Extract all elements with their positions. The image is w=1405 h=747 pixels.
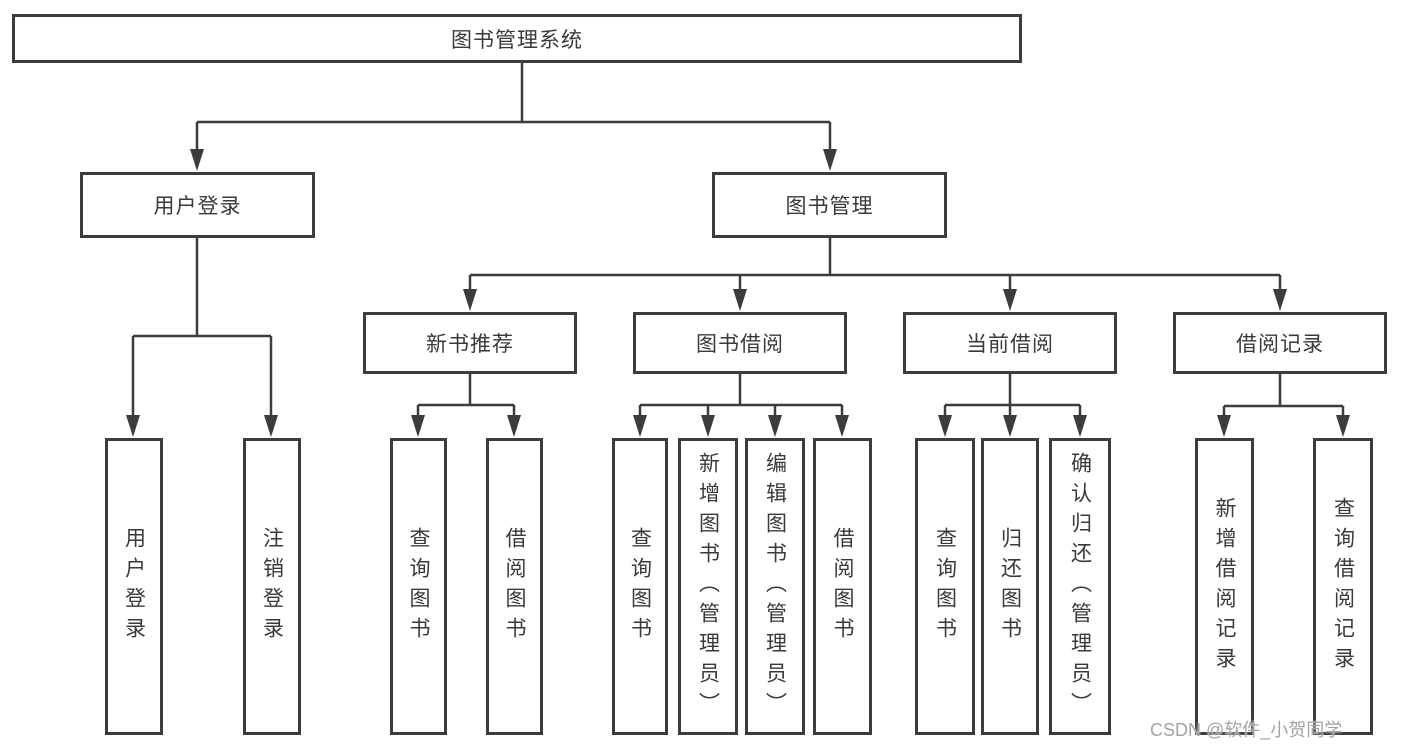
node-book-borrow: 图书借阅 (633, 312, 847, 374)
node-new-book-recommend: 新书推荐 (363, 312, 577, 374)
leaf-borrow-add-books-admin: 新增图书（管理员） (678, 438, 738, 735)
node-current-borrow: 当前借阅 (903, 312, 1117, 374)
node-borrow-records: 借阅记录 (1173, 312, 1387, 374)
csdn-watermark: CSDN @软件_小贺同学 (1150, 720, 1343, 740)
leaf-borrow-query-books: 查询图书 (612, 438, 668, 735)
node-user-login: 用户登录 (80, 172, 315, 238)
leaf-current-query-books: 查询图书 (915, 438, 975, 735)
leaf-user-login: 用户登录 (105, 438, 163, 735)
arrowhead-icons (126, 149, 1350, 437)
leaf-records-add-record: 新增借阅记录 (1195, 438, 1254, 735)
leaf-borrow-edit-books-admin: 编辑图书（管理员） (745, 438, 805, 735)
leaf-logout: 注销登录 (243, 438, 301, 735)
leaf-recommend-borrow-books: 借阅图书 (486, 438, 543, 735)
leaf-current-confirm-return-admin: 确认归还（管理员） (1049, 438, 1111, 735)
node-book-management: 图书管理 (712, 172, 947, 238)
leaf-current-return-books: 归还图书 (981, 438, 1039, 735)
leaf-borrow-borrow-books: 借阅图书 (813, 438, 872, 735)
leaf-records-query-record: 查询借阅记录 (1313, 438, 1373, 735)
node-root-library-system: 图书管理系统 (12, 14, 1022, 63)
leaf-recommend-query-books: 查询图书 (390, 438, 447, 735)
